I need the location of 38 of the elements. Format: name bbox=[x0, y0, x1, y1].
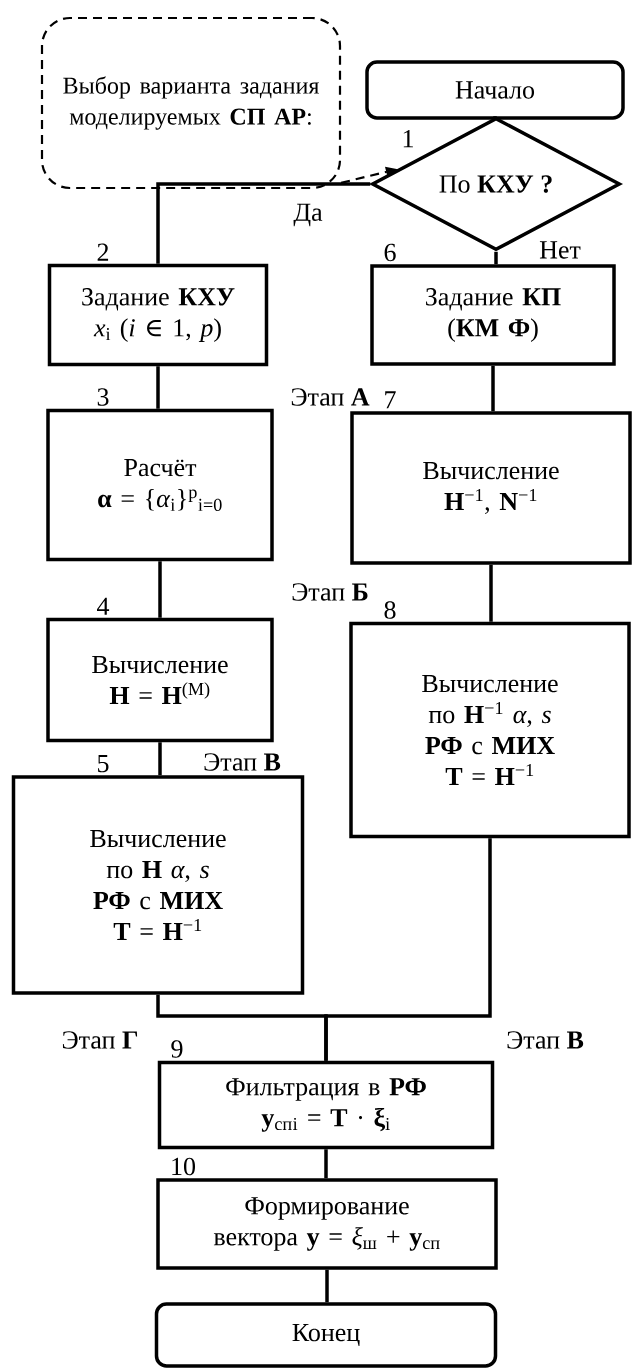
terminal-box: Конец bbox=[154, 1302, 498, 1368]
stage-label: Этап Г bbox=[62, 1031, 138, 1049]
connector-line bbox=[324, 1149, 328, 1179]
step-number: 1 bbox=[403, 130, 413, 148]
step-number: 7 bbox=[385, 391, 396, 409]
step-number: 3 bbox=[97, 388, 109, 406]
connector-line bbox=[156, 182, 371, 264]
stage-label: Этап Б bbox=[292, 583, 368, 601]
stage-label: Этап В bbox=[204, 753, 281, 771]
connector-line bbox=[489, 564, 493, 622]
connector-line bbox=[158, 561, 162, 618]
process-box: Задание КХУ x$_{i}$ (i ∈ 1, p) bbox=[47, 263, 269, 367]
process-box: Задание КП (КМ Ф) bbox=[370, 264, 616, 366]
step-number: 8 bbox=[384, 601, 396, 619]
stage-label: Этап В bbox=[507, 1031, 584, 1049]
process-box: Вычисление H = H$^{(M)}$ bbox=[46, 617, 274, 743]
callout-bubble: Выбор варианта задания моделируемых СП АР: bbox=[40, 16, 342, 190]
process-box: Вычисление H$^{−1}$, N$^{−1}$ bbox=[350, 411, 632, 565]
edge-label: Да bbox=[291, 201, 325, 229]
connector-line bbox=[156, 366, 160, 409]
stage-label: Этап А bbox=[291, 388, 370, 406]
step-number: 4 bbox=[97, 597, 110, 615]
process-box: Расчёт α = {α$_{i}$}$^{p}$i=0 bbox=[46, 408, 274, 562]
connector-line bbox=[494, 251, 498, 265]
process-box: Вычисление по H$^{−1}$ α, s РФ с МИХ T = H$^{−1}$ bbox=[349, 621, 631, 839]
process-box: Фильтрация в РФ y$_{спi}$ = T · ξ$_{i}$ bbox=[157, 1060, 495, 1150]
connector-line bbox=[493, 116, 497, 120]
connector-line bbox=[324, 838, 492, 1061]
connector-line bbox=[491, 365, 495, 412]
step-number: 5 bbox=[98, 754, 109, 773]
process-box: Формирование вектора y = ξ$_{ш}$ + y$_{сп}$ bbox=[156, 1178, 498, 1270]
terminal-box: Начало bbox=[365, 60, 625, 120]
step-number: 2 bbox=[97, 243, 109, 261]
step-number: 10 bbox=[172, 1157, 195, 1176]
step-number: 9 bbox=[171, 1040, 183, 1058]
process-box: Вычисление по H α, s РФ с МИХ T = H$^{−1}$ bbox=[11, 775, 305, 995]
connector-line bbox=[158, 742, 162, 776]
connector-line bbox=[325, 1269, 329, 1303]
